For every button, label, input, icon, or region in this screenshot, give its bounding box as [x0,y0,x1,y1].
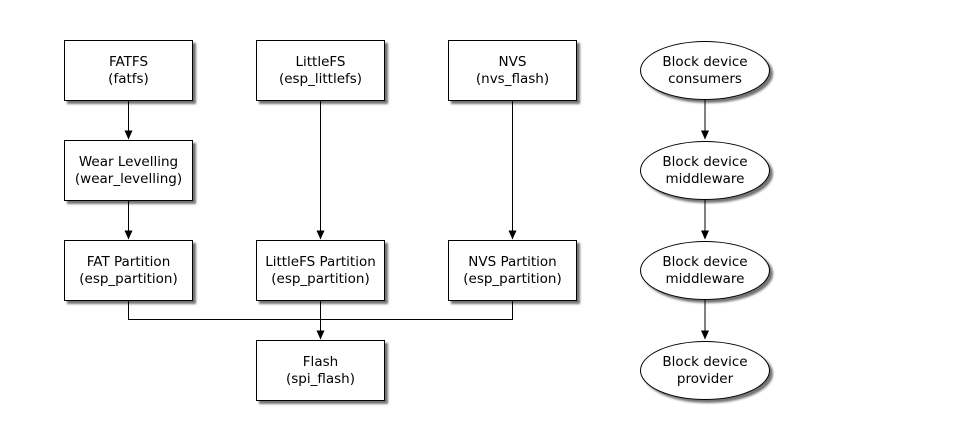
node-sublabel: consumers [668,70,742,87]
node-sublabel: (spi_flash) [285,370,355,387]
node-block-device-consumers: Block device consumers [640,41,770,100]
node-sublabel: (nvs_flash) [475,70,550,87]
node-sublabel: (fatfs) [108,70,149,87]
node-label: Block device [662,253,748,270]
node-littlefs: LittleFS (esp_littlefs) [256,40,385,101]
node-sublabel: (esp_littlefs) [278,70,363,87]
node-wear-levelling: Wear Levelling (wear_levelling) [64,140,193,201]
node-label: Wear Levelling [78,153,179,170]
node-fatfs: FATFS (fatfs) [64,40,193,101]
node-sublabel: (esp_partition) [463,270,562,287]
node-block-device-middleware-1: Block device middleware [640,141,770,200]
node-label: NVS Partition [468,253,557,270]
node-sublabel: (esp_partition) [271,270,370,287]
node-label: LittleFS [295,53,346,70]
node-sublabel: (esp_partition) [79,270,178,287]
node-sublabel: (wear_levelling) [74,170,183,187]
node-fat-partition: FAT Partition (esp_partition) [64,240,193,301]
node-sublabel: middleware [665,170,745,187]
node-nvs-partition: NVS Partition (esp_partition) [448,240,577,301]
node-label: Block device [662,153,748,170]
node-label: FATFS [108,53,149,70]
node-label: Flash [302,353,339,370]
node-littlefs-partition: LittleFS Partition (esp_partition) [256,240,385,301]
node-label: Block device [662,353,748,370]
node-nvs: NVS (nvs_flash) [448,40,577,101]
node-sublabel: provider [676,370,734,387]
node-label: LittleFS Partition [265,253,376,270]
node-label: FAT Partition [86,253,171,270]
node-label: Block device [662,53,748,70]
node-sublabel: middleware [665,270,745,287]
edge-nvs-partition-to-flash [320,301,513,320]
edge-fat-partition-to-flash [128,301,321,320]
node-block-device-middleware-2: Block device middleware [640,241,770,300]
node-block-device-provider: Block device provider [640,341,770,400]
node-flash: Flash (spi_flash) [256,340,385,401]
node-label: NVS [498,53,527,70]
